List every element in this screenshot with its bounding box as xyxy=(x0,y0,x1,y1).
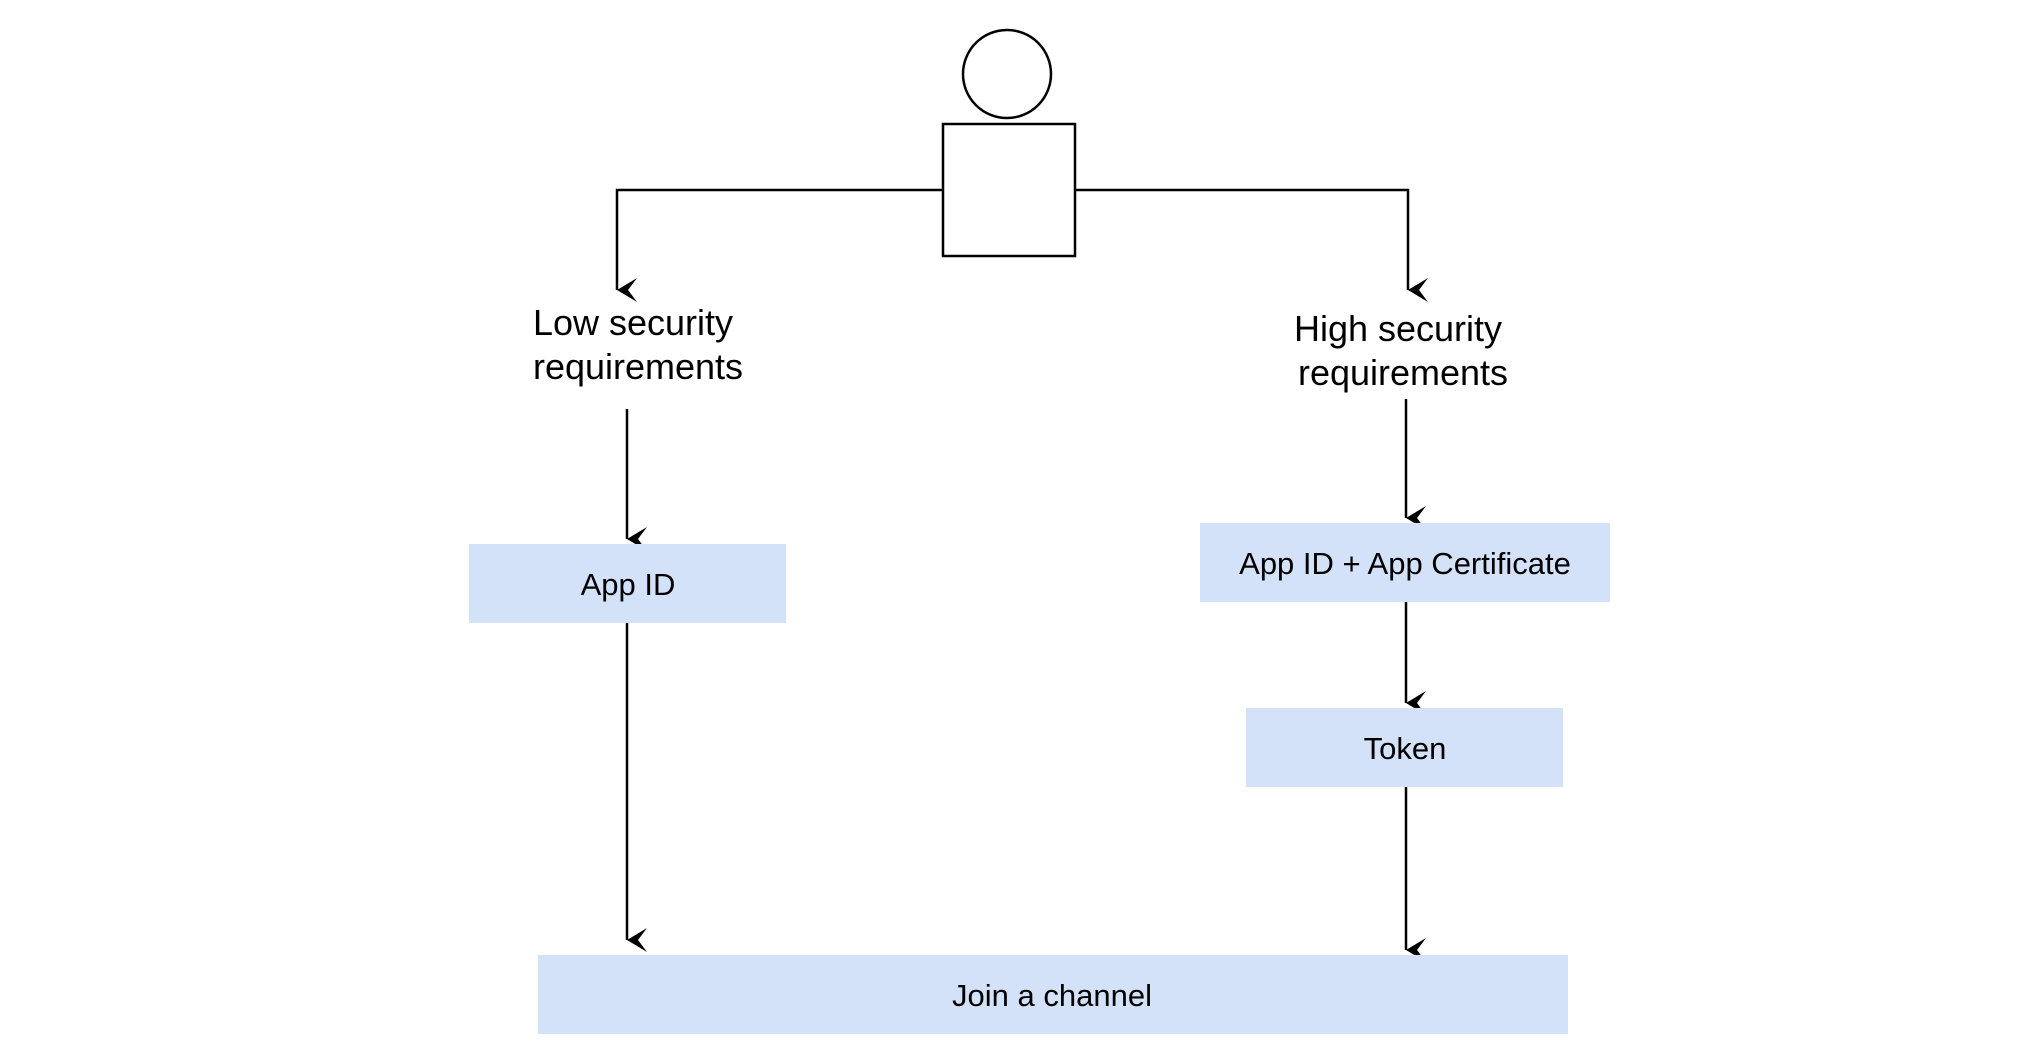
connector-actor-to-high xyxy=(1075,188,1428,302)
app-id-certificate-box-bg xyxy=(1200,523,1610,602)
person-icon xyxy=(941,28,1077,258)
connectors xyxy=(615,188,1428,962)
person-head xyxy=(961,28,1053,120)
join-channel-box-bg xyxy=(538,955,1568,1034)
person-body xyxy=(941,122,1077,258)
join-channel-box: Join a channel xyxy=(538,955,1568,1034)
token-box-label: Token xyxy=(1364,731,1447,766)
app-id-certificate-box: App ID + App Certificate xyxy=(1200,523,1610,602)
high-security-label-line1: High security xyxy=(1294,308,1502,349)
low-security-label: Low security requirements xyxy=(533,302,743,387)
app-id-box-label: App ID xyxy=(581,567,676,602)
connector-actor-to-low xyxy=(615,188,943,302)
high-security-label-line2: requirements xyxy=(1298,352,1508,393)
token-box-bg xyxy=(1246,708,1563,787)
high-security-label: High security requirements xyxy=(1294,308,1512,393)
app-id-certificate-box-label: App ID + App Certificate xyxy=(1239,546,1571,581)
join-channel-box-label: Join a channel xyxy=(952,978,1152,1013)
app-id-box: App ID xyxy=(469,544,786,623)
token-box: Token xyxy=(1246,708,1563,787)
low-security-label-line1: Low security xyxy=(533,302,733,343)
app-id-box-bg xyxy=(469,544,786,623)
low-security-label-line2: requirements xyxy=(533,346,743,387)
